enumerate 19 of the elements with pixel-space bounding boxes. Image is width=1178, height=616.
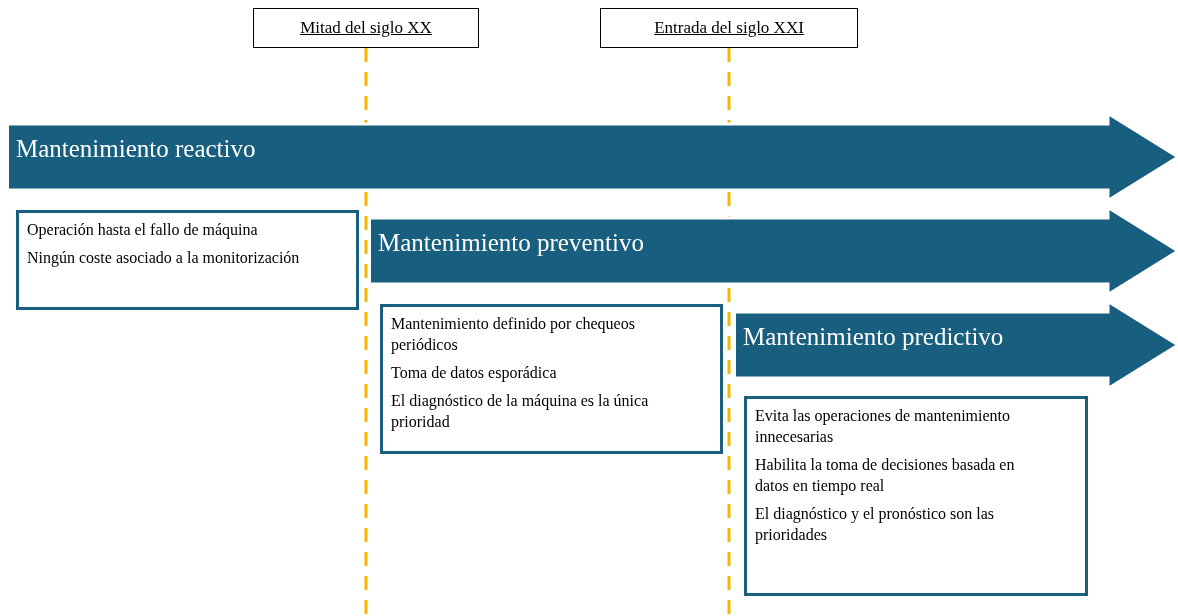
description-text: Operación hasta el fallo de máquina xyxy=(27,220,259,240)
description-text: Toma de datos esporádica xyxy=(391,363,558,383)
description-card xyxy=(380,304,723,454)
era-label: Mitad del siglo XX xyxy=(300,18,432,38)
band-title: Mantenimiento reactivo xyxy=(16,134,256,164)
description-text: Habilita la toma de decisiones basada en datos en tiempo real xyxy=(755,455,1016,496)
description-text: Evita las operaciones de mantenimiento innecesarias xyxy=(755,406,1012,447)
description-text: Ningún coste asociado a la monitorización xyxy=(27,248,301,268)
era-label-box xyxy=(600,8,858,48)
band-title: Mantenimiento preventivo xyxy=(378,228,644,258)
era-label: Entrada del siglo XXI xyxy=(654,18,804,38)
band-title: Mantenimiento predictivo xyxy=(743,322,1004,352)
dashed-timeline-line xyxy=(364,48,368,616)
description-card xyxy=(16,210,359,310)
description-text: El diagnóstico y el pronóstico son las prioridades xyxy=(755,504,996,545)
era-label-box xyxy=(253,8,479,48)
description-text: Mantenimiento definido por chequeos periódicos xyxy=(391,314,636,355)
description-text: El diagnóstico de la máquina es la única prioridad xyxy=(391,391,650,432)
description-card xyxy=(744,396,1088,596)
